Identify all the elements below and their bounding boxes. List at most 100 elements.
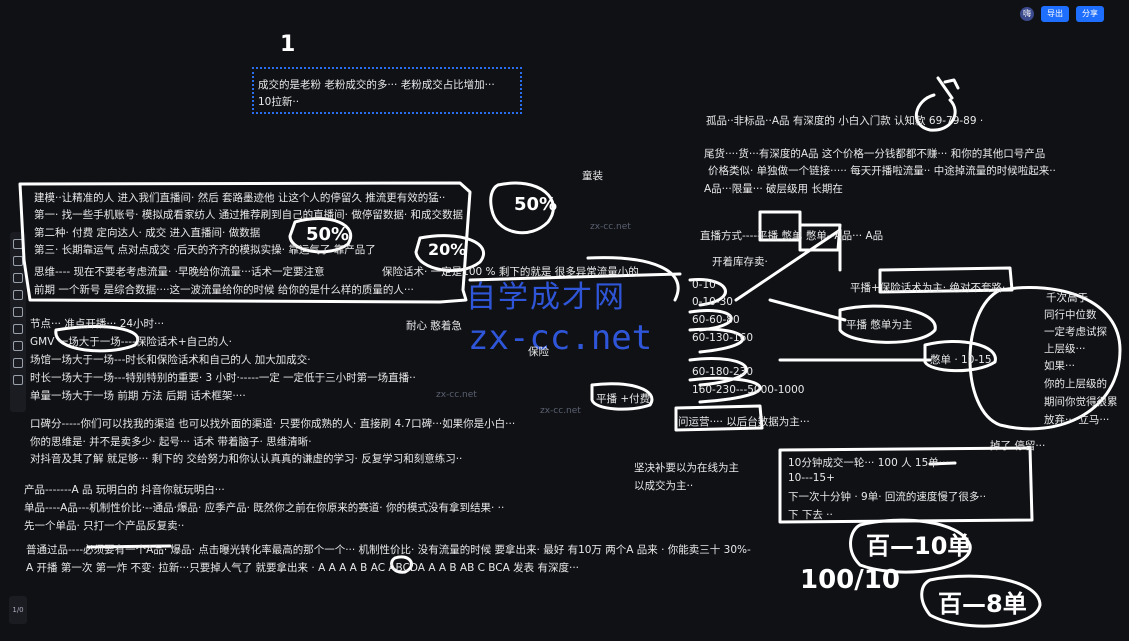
note-box-line-2: 10拉新·· bbox=[258, 96, 300, 108]
text-p2: 单品----A品---机制性价比·--通品·爆品· 应季产品· 既然你之前在你原… bbox=[24, 502, 505, 514]
text-qs6: 你的上层级的 bbox=[1044, 378, 1107, 390]
ink-ellipse-20 bbox=[414, 234, 485, 273]
text-l1: 建模··让精准的人 进入我们直播间· 然后 套路墨迹他 让这个人的停留久 推流更… bbox=[34, 192, 446, 204]
text-baoxian: 保险话术· 一定是100 % 剩下的就是 很多异常流量小的 bbox=[382, 266, 639, 278]
ink-underline-q bbox=[86, 544, 172, 549]
text-qs5: 如果··· bbox=[1044, 360, 1076, 372]
watermark-cn: 自学成才网 bbox=[466, 280, 626, 315]
text-zb: 直播方式----平播 憋单 憋单--A品··· A品 bbox=[700, 230, 884, 242]
text-pb1: 平播+保险话术为主· 绝对不套路· bbox=[850, 282, 1006, 294]
text-n1: 0-10 bbox=[692, 279, 716, 291]
user-avatar[interactable]: 嗨 bbox=[1020, 7, 1034, 21]
more-tool-icon[interactable] bbox=[13, 375, 23, 385]
share-button[interactable]: 分享 bbox=[1076, 6, 1104, 22]
text-l6: 前期 一个新号 是综合数据····这一波流量给你的时候 给你的是什么样的质量的人… bbox=[34, 284, 414, 296]
text-k2: 你的思维是· 并不是卖多少· 起号··· 话术 带着脑子· 思维清晰· bbox=[30, 436, 312, 448]
ink-circle-note2 bbox=[920, 574, 1042, 628]
note-box-line-1: 成交的是老粉 老粉成交的多··· 老粉成交占比增加··· bbox=[258, 79, 495, 91]
text-j4: 时长一场大于一场---特别特别的重要· 3 小时·-----一定 一定低于三小时… bbox=[30, 372, 416, 384]
ink-circle-gmv bbox=[54, 325, 140, 353]
ink-curve-right bbox=[586, 256, 680, 302]
text-n5: 60-180-230 bbox=[692, 366, 754, 378]
text-pb3: 憋单 · 10-15 bbox=[930, 354, 992, 366]
text-m1: 10分钟成交一轮··· 100 人 15单··· bbox=[788, 457, 949, 469]
hand-note-2: 100/10 bbox=[800, 565, 900, 595]
text-r1: 孤品··非标品··A品 有深度的 小白入门款 认知款 69-79-89 · bbox=[706, 115, 984, 127]
text-l2: 第一· 找一些手机账号· 模拟成看家纺人 通过推荐刷到自己的直播间· 做停留数据… bbox=[34, 209, 464, 221]
hand-note-1: 百—10单 bbox=[866, 532, 972, 560]
text-qs2: 同行中位数 bbox=[1044, 309, 1097, 321]
text-m2: 10---15+ bbox=[788, 472, 835, 484]
watermark-small-1: zx-cc.net bbox=[590, 222, 631, 232]
text-r3: 价格类似· 单独做一个链接····· 每天开播啦流量·· 中途掉流量的时候啦起来… bbox=[708, 165, 1056, 177]
watermark-en: zx-cc.net bbox=[468, 318, 653, 358]
note-box bbox=[252, 67, 522, 114]
text-q1: 普通过品----必须要有一个A品· 爆品· 点击曝光转化率最高的那个一个··· … bbox=[26, 544, 751, 556]
eraser-tool-icon[interactable] bbox=[13, 341, 23, 351]
image-tool-icon[interactable] bbox=[13, 358, 23, 368]
ink-circle-ab bbox=[390, 555, 413, 574]
watermark-small-3: zx-cc.net bbox=[436, 390, 477, 400]
text-kc: 开着库存卖· bbox=[712, 256, 768, 268]
page-indicator[interactable]: 1/0 bbox=[9, 596, 27, 624]
text-k1: 口碑分-----你们可以找我的渠道 也可以找外面的渠道· 只要你成熟的人· 直接… bbox=[30, 418, 516, 430]
hand-number-one: 1 bbox=[280, 32, 296, 57]
ink-box-bd bbox=[798, 223, 842, 252]
pen-tool-icon[interactable] bbox=[13, 273, 23, 283]
text-pb2: 平播 憋单为主 bbox=[846, 319, 913, 331]
ink-ellipse-4 bbox=[688, 356, 748, 387]
ink-line-15 bbox=[928, 461, 957, 466]
text-n4: 60-130-160 bbox=[692, 332, 754, 344]
ink-big-oval bbox=[968, 286, 1122, 431]
text-qs4: 上层级··· bbox=[1044, 343, 1086, 355]
text-k3: 对抖音及其了解 就足够··· 剩下的 交给努力和你认认真真的谦虚的学习· 反复学… bbox=[30, 453, 463, 465]
text-m4: 下 下去 ·· bbox=[788, 509, 833, 521]
ink-ws-box bbox=[674, 404, 764, 432]
watermark-small-2: zx-cc.net bbox=[540, 406, 581, 416]
ink-box-left bbox=[18, 181, 472, 304]
text-p3: 先一个单品· 只打一个产品反复卖·· bbox=[24, 520, 185, 532]
text-jj1: 坚决补要以为在线为主 bbox=[634, 462, 739, 474]
text-l3: 第二种· 付费 定向达人· 成交 进入直播间· 做数据 bbox=[34, 227, 261, 239]
shape-tool-icon[interactable] bbox=[13, 290, 23, 300]
text-j2: GMV 一场大于一场----保险话术+自己的人· bbox=[30, 336, 233, 348]
text-l5: 思维---- 现在不要老考虑流量· ·早晚给你流量···话术一定要注意 bbox=[34, 266, 325, 278]
ink-box-top bbox=[878, 266, 1014, 294]
text-qs1: 千次高于 bbox=[1046, 292, 1088, 304]
ink-ellipse-1 bbox=[688, 278, 727, 307]
text-n3: 60-60-80 bbox=[692, 314, 740, 326]
hand-fifty: 50% bbox=[514, 194, 558, 215]
text-naixin: 耐心 憨着急 bbox=[406, 320, 462, 332]
top-toolbar: 嗨 导出 分享 bbox=[0, 0, 1129, 28]
ink-ellipse-5 bbox=[688, 376, 762, 404]
ink-ellipse-50b bbox=[288, 217, 352, 254]
sticky-tool-icon[interactable] bbox=[13, 324, 23, 334]
hand-twenty: 20% bbox=[428, 240, 467, 259]
text-qs7: 期间你觉得很累 bbox=[1044, 396, 1118, 408]
text-q2: A 开播 第一次 第一炸 不变· 拉新···只要掉人气了 就要拿出来 · A A… bbox=[26, 562, 580, 574]
text-r4: A品···限量··· 破层级用 长期在 bbox=[704, 183, 843, 195]
text-n2: 0-10-30 bbox=[692, 296, 733, 308]
export-button[interactable]: 导出 bbox=[1041, 6, 1069, 22]
text-l4: 第三· 长期靠运气 点对点成交 ·后天的齐齐的模拟实操· 靠运气了 靠产品了 bbox=[34, 244, 376, 256]
text-qs3: 一定考虑试探 bbox=[1044, 326, 1107, 338]
text-jj2: 以成交为主·· bbox=[634, 480, 694, 492]
text-ws1: 问运营···· 以后台数据为主··· bbox=[678, 416, 810, 428]
text-tongzhuang: 童装 bbox=[582, 170, 603, 182]
ink-ellipse-50 bbox=[489, 181, 555, 235]
text-dl: 掉了 停留··· bbox=[990, 440, 1046, 452]
text-baoxian2: 保险 bbox=[528, 346, 549, 358]
hand-note-3: 百—8单 bbox=[938, 590, 1027, 618]
ink-line-right bbox=[768, 298, 932, 362]
ink-venus bbox=[914, 76, 960, 132]
text-tool-icon[interactable] bbox=[13, 307, 23, 317]
text-qs8: 放弃····立马··· bbox=[1044, 414, 1110, 426]
text-m3: 下一次十分钟 · 9单· 回流的速度慢了很多·· bbox=[788, 491, 987, 503]
text-j3: 场馆一场大于一场---时长和保险话术和自己的人 加大加成交· bbox=[30, 354, 311, 366]
text-p1: 产品-------A 品 玩明白的 抖音你就玩明白··· bbox=[24, 484, 225, 496]
hand-tool-icon[interactable] bbox=[13, 256, 23, 266]
ink-box-m bbox=[778, 446, 1034, 524]
ink-ellipse-3 bbox=[688, 327, 745, 354]
text-pb4: 平播 +付费 bbox=[596, 393, 651, 405]
